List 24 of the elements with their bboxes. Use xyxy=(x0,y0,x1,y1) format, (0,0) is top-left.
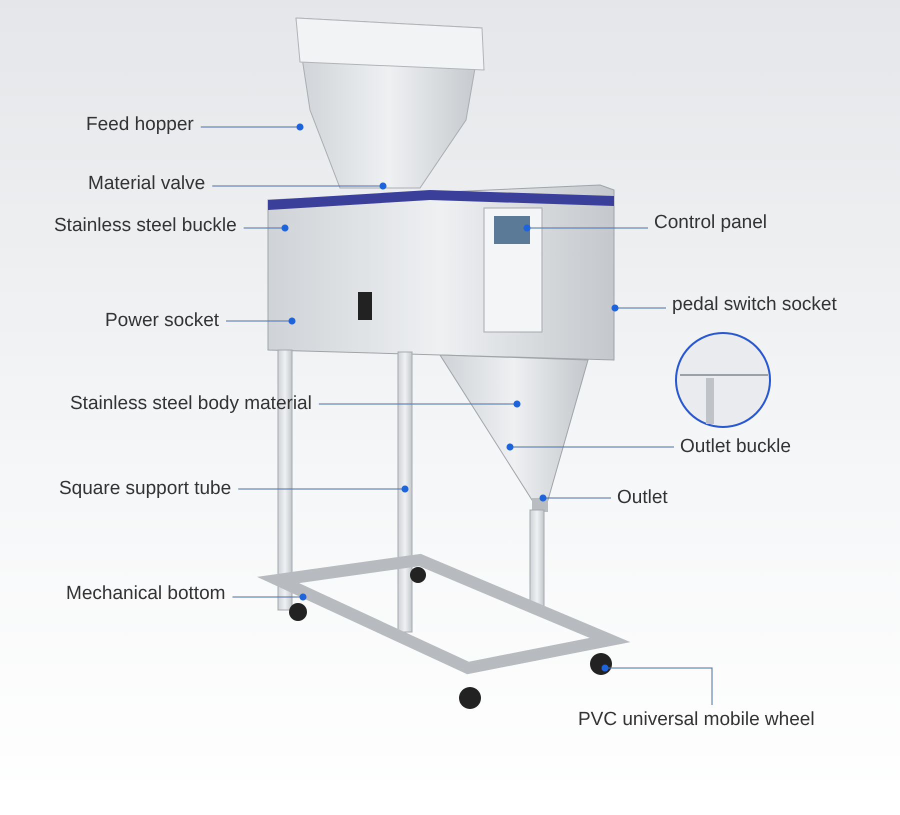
leader-line xyxy=(540,494,612,502)
leader-line xyxy=(612,304,666,312)
callout-label: Material valve xyxy=(88,173,206,195)
leader-line xyxy=(318,400,520,408)
callout-label: Feed hopper xyxy=(86,114,194,136)
callout-label: Power socket xyxy=(105,310,220,332)
leader-line xyxy=(243,224,288,232)
leader-line xyxy=(524,224,648,232)
leader-line xyxy=(238,486,408,492)
leader-line xyxy=(212,182,386,190)
callout-label: Square support tube xyxy=(59,478,232,500)
leader-line xyxy=(232,594,306,600)
callout-label: PVC universal mobile wheel xyxy=(578,709,815,731)
callout-label: pedal switch socket xyxy=(672,294,837,316)
callout-label: Mechanical bottom xyxy=(66,583,226,605)
leader-line xyxy=(506,444,674,450)
callout-label: Stainless steel body material xyxy=(70,393,312,415)
callout-label: Control panel xyxy=(654,212,768,234)
leader-line xyxy=(226,318,296,324)
callout-label: Outlet buckle xyxy=(680,436,791,458)
callout-label: Stainless steel buckle xyxy=(54,215,237,237)
leader-line xyxy=(602,664,712,706)
callout-label: Outlet xyxy=(617,487,668,509)
leader-line xyxy=(200,124,304,130)
